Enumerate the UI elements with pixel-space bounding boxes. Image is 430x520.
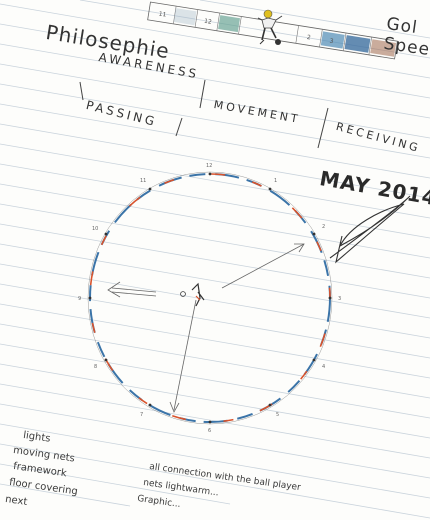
strip-number-4: 3	[329, 38, 334, 46]
corner-heading: Gol Spee	[382, 14, 430, 60]
clock-number-6: 6	[208, 428, 211, 434]
strip-number-3: 2	[306, 34, 311, 42]
strip-number-2: 12	[204, 18, 213, 26]
player-sketch-icon	[257, 9, 283, 45]
clock-number-12: 12	[206, 163, 212, 169]
clock-number-1: 1	[274, 178, 277, 184]
clock-number-2: 2	[322, 224, 325, 230]
clock-number-9: 9	[78, 296, 81, 302]
clock-number-5: 5	[276, 412, 279, 418]
top-strip: 11 12 2 3	[147, 1, 398, 60]
signature-scribble	[329, 195, 411, 264]
clock-number-11: 11	[140, 178, 146, 184]
clock-number-10: 10	[92, 226, 98, 232]
clock-number-8: 8	[94, 364, 97, 370]
centre-player-icon	[180, 282, 205, 307]
clock-number-3: 3	[338, 296, 341, 302]
clock-number-4: 4	[322, 364, 325, 370]
clock-drawing: 12 1 2 3 4 5 6 7 8 9 10 11	[78, 163, 341, 434]
strip-number-1: 11	[158, 11, 167, 19]
clock-number-7: 7	[140, 412, 143, 418]
category-dividers	[79, 79, 329, 149]
